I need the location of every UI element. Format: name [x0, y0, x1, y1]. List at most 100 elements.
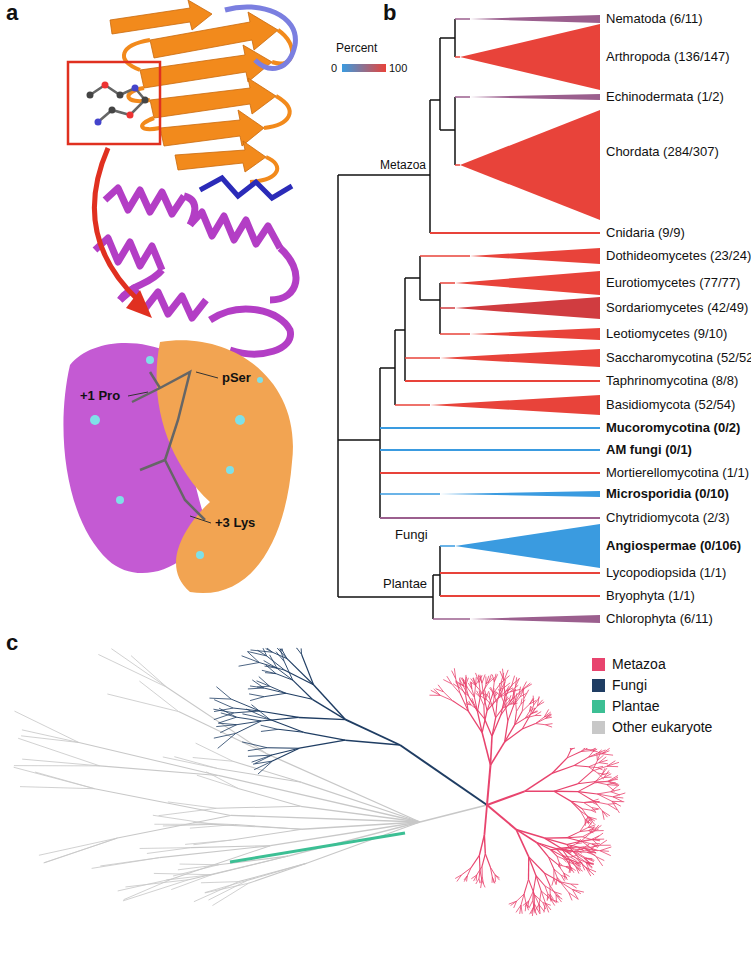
branch: [524, 894, 526, 904]
branch: [14, 765, 100, 766]
branch: [251, 705, 270, 720]
branch: [608, 803, 617, 805]
branch: [530, 706, 537, 716]
branch: [214, 733, 236, 738]
taxon-label: Chytridiomycota (2/3): [606, 510, 730, 526]
taxon-label: Chlorophyta (6/11): [606, 611, 713, 627]
branch: [506, 707, 508, 721]
branch: [583, 831, 594, 837]
branch: [490, 742, 504, 765]
branch: [464, 876, 467, 882]
branch: [524, 690, 529, 699]
branch: [535, 712, 541, 716]
legend-text: Other eukaryote: [612, 719, 712, 735]
clade-triangle: [470, 15, 600, 23]
branch: [604, 777, 612, 778]
branch: [502, 669, 503, 681]
branch: [534, 895, 538, 905]
branch: [14, 767, 95, 788]
branch: [483, 706, 485, 719]
branch: [420, 299, 440, 301]
branch: [455, 56, 460, 58]
branch: [516, 905, 521, 912]
taxon-label: Plantae: [383, 576, 427, 592]
branch: [544, 873, 550, 885]
branch: [272, 748, 300, 755]
branch: [482, 683, 483, 694]
branch: [405, 277, 420, 279]
branch: [491, 687, 494, 694]
branch: [599, 760, 608, 762]
branch: [479, 855, 481, 870]
branch: [234, 825, 301, 830]
branch: [236, 721, 262, 733]
branch: [560, 850, 567, 852]
branch: [380, 517, 600, 519]
branch: [590, 829, 599, 833]
branch: [482, 733, 490, 766]
branch: [216, 725, 236, 727]
branch: [515, 678, 519, 687]
branch: [400, 745, 487, 805]
branch: [477, 709, 484, 718]
branch: [420, 805, 487, 822]
branch: [440, 129, 455, 131]
branch: [538, 904, 540, 911]
branch: [140, 847, 191, 849]
branch: [525, 790, 554, 792]
branch: [602, 754, 613, 755]
branch: [214, 700, 233, 708]
branch: [287, 659, 314, 685]
branch: [505, 729, 523, 742]
branch: [474, 703, 477, 709]
branch: [581, 750, 590, 752]
taxon-label: pSer: [222, 370, 251, 386]
clade-triangle: [460, 110, 600, 220]
branch: [125, 880, 188, 887]
branch: [39, 838, 118, 855]
branch: [380, 493, 440, 495]
taxon-label: Arthropoda (136/147): [606, 49, 730, 65]
taxon-label: Cnidaria (9/9): [606, 225, 685, 241]
branch: [611, 792, 620, 795]
branch: [597, 755, 603, 760]
branch: [492, 877, 495, 883]
branch: [589, 763, 599, 767]
branch: [608, 775, 618, 781]
branch: [196, 743, 233, 761]
branch: [216, 687, 231, 699]
branch: [602, 748, 610, 753]
branch: [338, 174, 430, 176]
branch: [314, 685, 346, 720]
branch: [472, 689, 475, 697]
branch: [286, 693, 312, 699]
branch: [337, 175, 339, 597]
taxon-label: Saccharomycotina (52/52): [606, 350, 751, 366]
clade-triangle: [455, 271, 600, 295]
branch: [22, 730, 79, 743]
branch: [505, 725, 515, 742]
branch: [379, 368, 381, 518]
branch: [504, 670, 508, 681]
branch: [168, 802, 217, 808]
clade-triangle: [470, 248, 600, 264]
branch: [301, 648, 302, 654]
branch: [554, 892, 560, 897]
branch: [528, 857, 530, 879]
branch: [433, 574, 440, 576]
branch: [529, 891, 534, 901]
branch: [597, 792, 610, 794]
branch: [529, 901, 532, 907]
branch: [561, 875, 565, 881]
branch: [574, 765, 589, 766]
branch: [613, 793, 625, 797]
branch: [191, 846, 270, 848]
branch: [568, 846, 573, 849]
branch: [547, 894, 549, 901]
branch: [578, 792, 595, 802]
branch: [472, 698, 474, 703]
branch: [584, 858, 592, 865]
branch: [536, 724, 546, 725]
branch: [584, 803, 592, 808]
branch: [209, 698, 231, 700]
